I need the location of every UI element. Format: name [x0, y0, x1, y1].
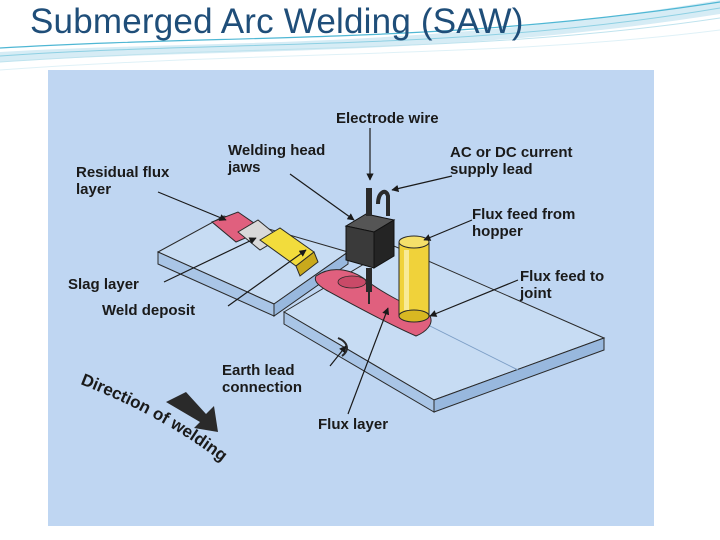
label-line: connection	[222, 379, 303, 396]
label-line: Welding head	[228, 142, 326, 159]
label-line: AC or DC current	[450, 144, 573, 161]
welding-head	[344, 188, 396, 304]
label-line: hopper	[472, 223, 523, 240]
label-slag-layer: Slag layer	[68, 276, 139, 293]
residual-flux-bead	[211, 211, 319, 277]
label-electrode-wire: Electrode wire	[336, 110, 439, 127]
label-line: Earth lead	[222, 362, 295, 379]
slide-title: Submerged Arc Welding (SAW)	[30, 2, 524, 41]
label-line: Flux feed from	[472, 206, 576, 223]
label-flux-layer: Flux layer	[318, 416, 389, 433]
label-flux-feed-from-hopper: Flux feed from hopper	[472, 206, 575, 240]
direction-arrow	[166, 392, 218, 432]
slide-header: Submerged Arc Welding (SAW)	[0, 0, 720, 80]
header-swoosh	[0, 0, 720, 71]
label-line: supply lead	[450, 161, 533, 178]
left-plate	[156, 215, 350, 317]
diagram-illustration: Direction of welding	[78, 128, 606, 465]
label-flux-feed-to-joint: Flux feed to joint	[520, 268, 604, 302]
saw-diagram: Direction of welding Electrode wire Weld…	[48, 70, 654, 526]
label-line: joint	[520, 285, 552, 302]
label-line: Residual flux	[76, 164, 170, 181]
label-line: Flux feed to	[520, 268, 605, 285]
label-current-supply-lead: AC or DC current supply lead	[450, 144, 573, 178]
earth-lead-cable	[337, 337, 348, 357]
label-weld-deposit: Weld deposit	[102, 302, 196, 319]
label-line: layer	[76, 181, 112, 198]
label-welding-head-jaws: Welding head jaws	[228, 142, 325, 176]
label-residual-flux-layer: Residual flux layer	[76, 164, 169, 198]
label-line: jaws	[228, 159, 261, 176]
label-earth-lead-connection: Earth lead connection	[222, 362, 302, 396]
leader-lines	[157, 128, 519, 415]
flux-hopper-tube	[398, 235, 430, 323]
